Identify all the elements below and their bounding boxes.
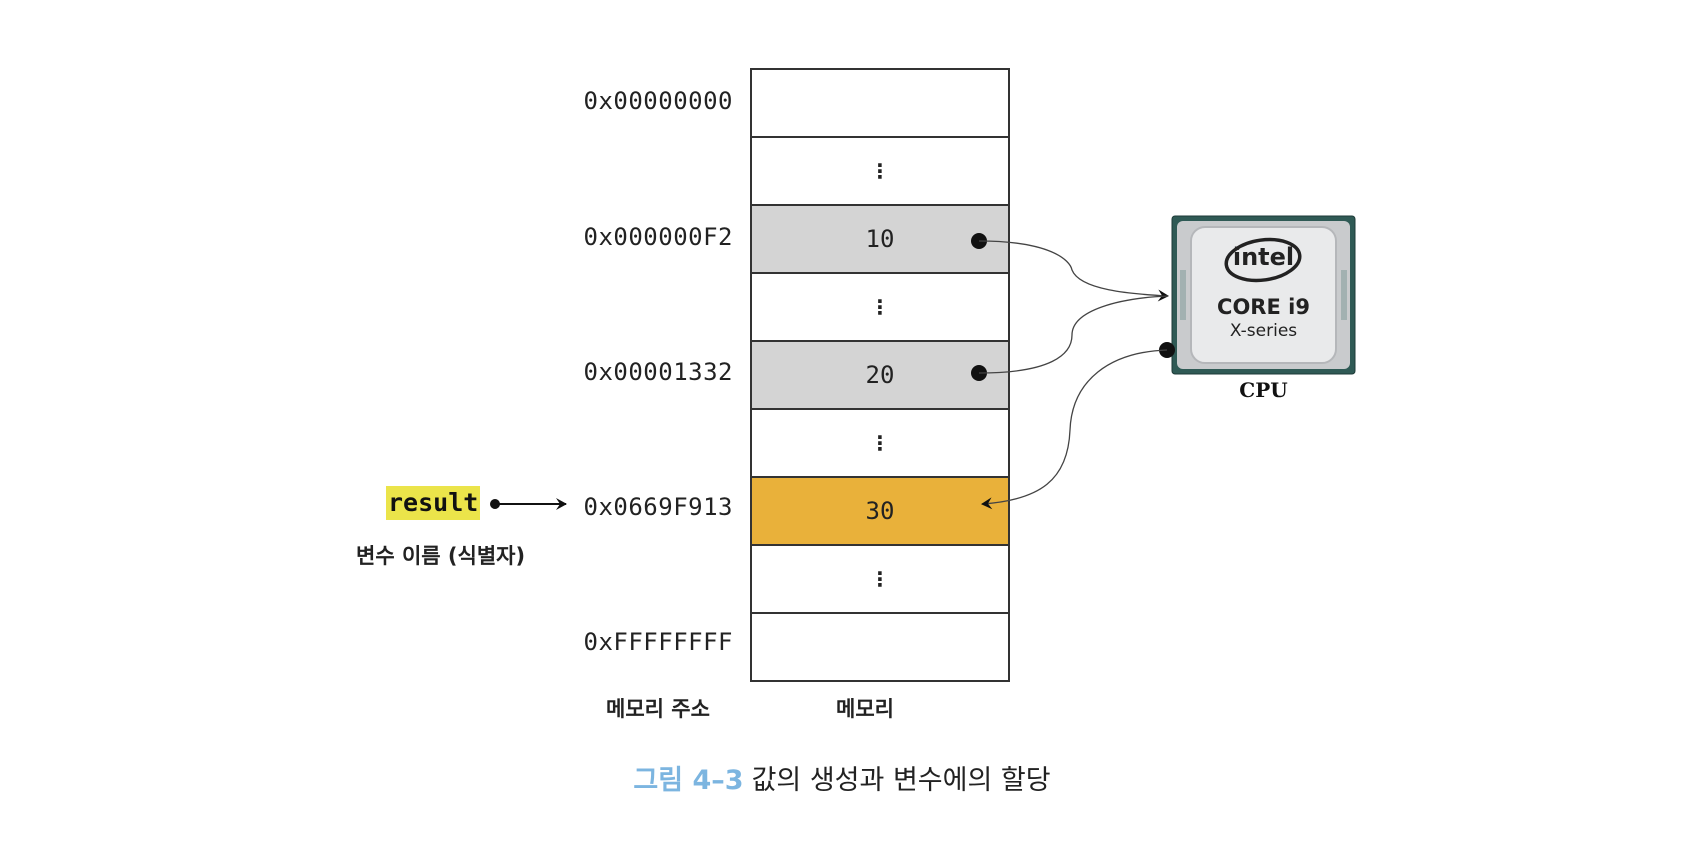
cpu-series: X-series — [1229, 321, 1298, 341]
variable-name-result: result — [386, 486, 481, 520]
memory-cell-ellipsis: ⋮ — [752, 138, 1008, 206]
value-20-to-cpu-arrow — [978, 295, 1169, 374]
address-label-8: 0xFFFFFFFF — [583, 628, 733, 656]
memory-cell-ellipsis: ⋮ — [752, 410, 1008, 478]
memory-cell-value-10: 10 — [752, 206, 1008, 274]
variable-name-caption: 변수 이름 (식별자) — [356, 544, 526, 568]
memory-cell-value-30: 30 — [752, 478, 1008, 546]
memory-cell — [752, 70, 1008, 138]
memory-cell-ellipsis: ⋮ — [752, 546, 1008, 614]
cpu-chip-image: intel CORE i9 X-series — [1171, 215, 1356, 375]
address-label-4: 0x00001332 — [583, 358, 733, 386]
cpu-label: CPU — [1239, 378, 1288, 402]
address-column-label: 메모리 주소 — [606, 697, 710, 721]
cpu-to-value-30-arrow — [981, 349, 1168, 510]
cpu-model: CORE i9 — [1217, 295, 1310, 319]
address-label-6: 0x0669F913 — [583, 493, 733, 521]
cpu-brand: intel — [1232, 243, 1295, 271]
memory-column-label: 메모리 — [836, 697, 894, 721]
figure-number: 그림 4–3 — [633, 765, 744, 796]
figure-title: 값의 생성과 변수에의 할당 — [751, 765, 1051, 796]
address-label-0: 0x00000000 — [583, 87, 733, 115]
memory-cell-value-20: 20 — [752, 342, 1008, 410]
memory-table: ⋮ 10 ⋮ 20 ⋮ 30 ⋮ — [750, 68, 1010, 682]
memory-cell-ellipsis: ⋮ — [752, 274, 1008, 342]
value-10-to-cpu-arrow — [978, 240, 1169, 302]
address-label-2: 0x000000F2 — [583, 223, 733, 251]
